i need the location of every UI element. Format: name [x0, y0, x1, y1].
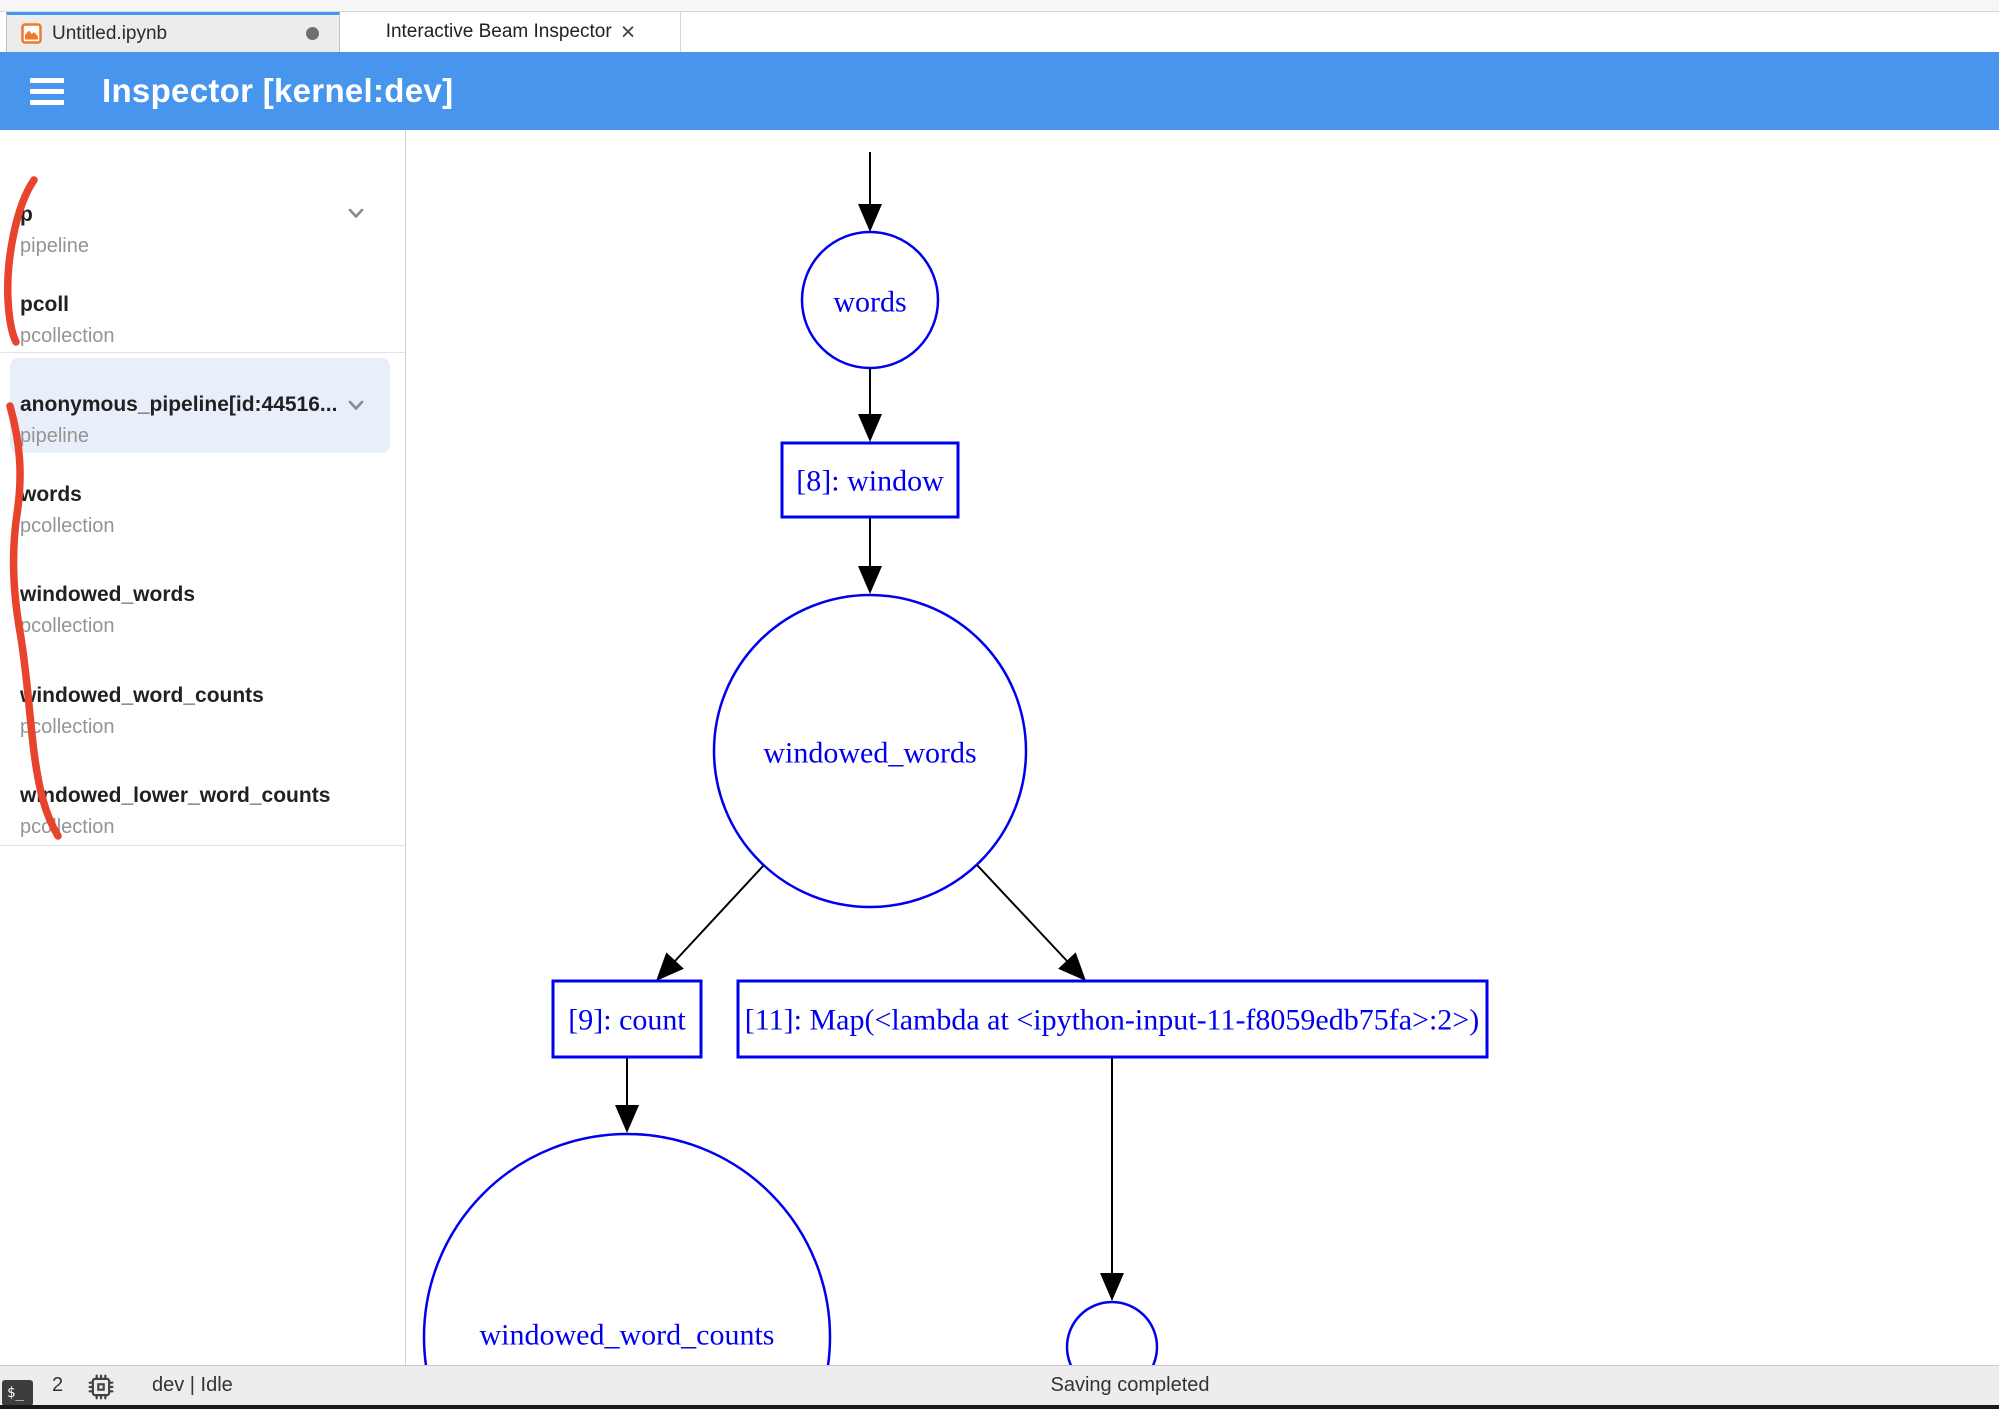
item-type: pcollection	[20, 615, 115, 637]
edge-words-to-window	[858, 368, 882, 442]
node-count-transform: [9]: count	[551, 979, 703, 1059]
inspector-app-bar: Inspector [kernel:dev]	[0, 52, 1999, 130]
sidebar-item-anonymous-pipeline[interactable]: anonymous_pipeline[id:44516... pipeline	[20, 392, 393, 449]
sidebar-item-windowed-lower-word-counts[interactable]: windowed_lower_word_counts pcollection	[20, 783, 393, 840]
dock-tab-bar: Untitled.ipynb Interactive Beam Inspecto…	[0, 12, 1999, 52]
item-type: pcollection	[20, 816, 115, 838]
sidebar-divider	[0, 352, 405, 353]
edge-windowed-words-to-map	[976, 864, 1086, 981]
item-type: pcollection	[20, 716, 115, 738]
item-name: pcoll	[20, 293, 70, 316]
status-message: Saving completed	[1050, 1374, 1210, 1396]
tab-label: Untitled.ipynb	[52, 22, 168, 44]
edge-window-to-windowed-words	[858, 517, 882, 594]
selected-row-highlight	[10, 358, 390, 453]
hamburger-menu-icon[interactable]	[30, 77, 64, 105]
sidebar-item-windowed-words[interactable]: windowed_words pcollection	[20, 582, 393, 639]
window-bottom-edge	[0, 1405, 1999, 1409]
edge-count-to-windowed-word-counts	[615, 1057, 639, 1133]
node-unnamed-pcollection	[1065, 1300, 1159, 1365]
sidebar-item-windowed-word-counts[interactable]: windowed_word_counts pcollection	[20, 683, 393, 740]
tab-untitled-notebook[interactable]: Untitled.ipynb	[6, 12, 340, 52]
edge-source-to-words	[858, 152, 882, 232]
node-windowed-word-counts: windowed_word_counts	[422, 1132, 832, 1365]
terminal-icon[interactable]: $_	[2, 1380, 33, 1406]
page-title: Inspector [kernel:dev]	[102, 72, 454, 109]
chevron-down-icon[interactable]	[344, 393, 368, 417]
node-label: windowed_words	[763, 737, 976, 770]
item-name: words	[20, 483, 82, 506]
item-name: windowed_lower_word_counts	[20, 784, 331, 807]
chevron-down-icon[interactable]	[344, 201, 368, 225]
item-name: windowed_words	[20, 583, 196, 606]
tab-label: Interactive Beam Inspector	[385, 21, 612, 42]
unsaved-changes-indicator	[306, 27, 319, 40]
item-type: pipeline	[20, 425, 89, 447]
node-label: [8]: window	[796, 465, 944, 498]
pipeline-sidebar: p pipeline pcoll pcollection anonymous_p…	[0, 130, 406, 1365]
close-icon[interactable]: ×	[620, 17, 636, 46]
node-label: [11]: Map(<lambda at <ipython-input-11-f…	[745, 1004, 1479, 1037]
item-name: windowed_word_counts	[20, 684, 264, 707]
item-type: pcollection	[20, 515, 115, 537]
tab-beam-inspector[interactable]: Interactive Beam Inspector ×	[341, 12, 681, 52]
sidebar-list-bottom-border	[0, 845, 405, 846]
edge-map-to-unnamed	[1100, 1057, 1124, 1301]
node-label: windowed_word_counts	[480, 1319, 775, 1352]
item-name: anonymous_pipeline[id:44516...	[20, 393, 338, 416]
node-windowed-words: windowed_words	[712, 593, 1028, 909]
sidebar-item-words[interactable]: words pcollection	[20, 482, 393, 539]
kernel-chip-icon[interactable]	[88, 1374, 114, 1400]
kernel-status[interactable]: dev | Idle	[152, 1374, 233, 1396]
node-map-transform: [11]: Map(<lambda at <ipython-input-11-f…	[736, 979, 1489, 1059]
terminal-count[interactable]: 2	[52, 1374, 64, 1396]
item-type: pcollection	[20, 325, 115, 347]
node-window-transform: [8]: window	[780, 441, 960, 519]
sidebar-item-p[interactable]: p pipeline	[20, 202, 393, 259]
node-label: words	[833, 286, 906, 319]
pipeline-graph: words [8]: window windowed_words [9]: co…	[406, 130, 1999, 1365]
item-type: pipeline	[20, 235, 89, 257]
status-bar: $_ 2 dev | Idle Saving completed	[0, 1365, 1999, 1409]
sidebar-item-pcoll[interactable]: pcoll pcollection	[20, 292, 393, 349]
menu-bar-edge	[0, 0, 1999, 12]
node-words: words	[800, 230, 940, 370]
node-label: [9]: count	[568, 1004, 686, 1037]
item-name: p	[20, 203, 33, 226]
edge-windowed-words-to-count	[656, 864, 765, 981]
notebook-icon	[21, 23, 42, 44]
